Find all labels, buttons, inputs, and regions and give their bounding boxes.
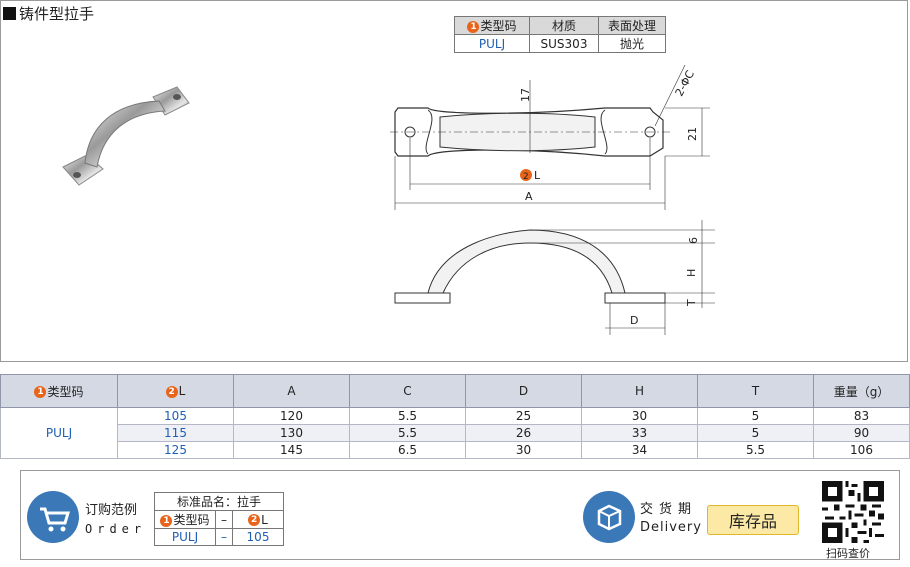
cell-weight: 106 [813, 441, 910, 459]
product-photo [62, 86, 190, 186]
cell-c: 5.5 [349, 407, 466, 425]
dim-t: T [685, 299, 698, 307]
cell-h: 33 [581, 424, 698, 442]
cell-c: 5.5 [349, 424, 466, 442]
dim-l: L [534, 169, 541, 182]
qr-code-icon[interactable] [822, 481, 884, 543]
example-title: 标准品名：拉手 [154, 492, 284, 511]
cell-weight: 90 [813, 424, 910, 442]
cell-c: 6.5 [349, 441, 466, 459]
order-panel [20, 470, 900, 560]
order-cn: 订购范例 [85, 503, 138, 518]
drawing-frame [0, 0, 908, 362]
cell-a: 130 [233, 424, 350, 442]
col-weight: 重量（g） [813, 374, 910, 408]
col-c: C [349, 374, 466, 408]
cell-a: 120 [233, 407, 350, 425]
example-dash: – [215, 510, 233, 529]
col-d: D [465, 374, 582, 408]
table-row: 115 130 5.5 26 33 5 90 [1, 424, 910, 442]
spec-material: SUS303 [529, 34, 599, 53]
row-type-code: PULJ [0, 407, 118, 459]
cell-h: 30 [581, 407, 698, 425]
dim-17: 17 [519, 88, 532, 102]
table-row: PULJ 105 120 5.5 25 30 5 83 [0, 407, 910, 459]
cell-l: 105 [117, 407, 234, 425]
technical-drawing: 17 2-ΦC 21 2 L A 6 H T D [390, 64, 715, 335]
dim-6: 6 [687, 237, 700, 244]
badge-1-icon: 1 [160, 514, 173, 527]
cell-t: 5.5 [697, 441, 814, 459]
spec-header-material: 材质 [529, 16, 599, 35]
spec-type-code: PULJ [454, 34, 530, 53]
table-row: 125 145 6.5 30 34 5.5 106 [1, 441, 910, 459]
col-h: H [581, 374, 698, 408]
delivery-box-icon [583, 491, 635, 543]
dim-d: D [630, 314, 638, 327]
delivery-en: Delivery [640, 520, 702, 535]
qr-label: 扫码查价 [826, 547, 870, 560]
cell-d: 26 [465, 424, 582, 442]
cell-t: 5 [697, 407, 814, 425]
spec-surface: 抛光 [598, 34, 666, 53]
col-t: T [697, 374, 814, 408]
title-square-icon [3, 7, 16, 20]
badge-1-icon: 1 [467, 20, 480, 33]
cell-t: 5 [697, 424, 814, 442]
example-l-value: 105 [232, 528, 284, 546]
badge-2-icon: 2 [248, 514, 261, 526]
cart-icon [27, 491, 79, 543]
badge-1-icon: 1 [34, 386, 47, 398]
example-dash-2: – [215, 528, 233, 546]
svg-text:2: 2 [523, 172, 529, 182]
delivery-cn: 交货期 [640, 502, 698, 517]
page-title: 铸件型拉手 [3, 3, 94, 24]
cell-a: 145 [233, 441, 350, 459]
in-stock-badge[interactable]: 库存品 [707, 505, 799, 535]
dim-a: A [525, 190, 533, 203]
spec-header-surface: 表面处理 [598, 16, 666, 35]
cell-d: 25 [465, 407, 582, 425]
delivery-label: 交货期 Delivery [640, 501, 702, 537]
order-example-label: 订购范例 Order [85, 502, 146, 538]
cell-l: 115 [117, 424, 234, 442]
dim-h: H [685, 269, 698, 277]
order-en: Order [85, 522, 147, 536]
page-title-text: 铸件型拉手 [19, 5, 95, 23]
example-type-value: PULJ [154, 528, 216, 546]
badge-2-icon: 2 [165, 385, 178, 398]
cell-h: 34 [581, 441, 698, 459]
cell-weight: 83 [813, 407, 910, 425]
badge-2-icon [520, 169, 532, 181]
cell-d: 30 [465, 441, 582, 459]
dim-21: 21 [686, 127, 699, 141]
col-a: A [233, 374, 350, 408]
cell-l: 125 [117, 441, 234, 459]
